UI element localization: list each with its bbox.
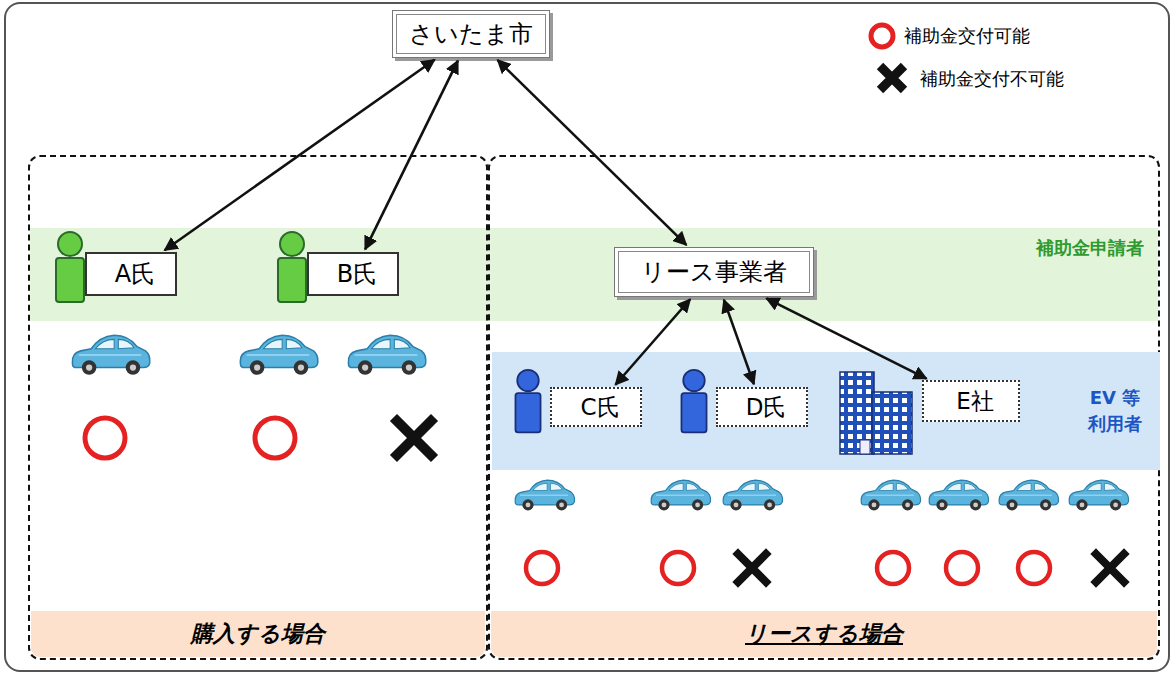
ok-mark (662, 552, 694, 584)
node-label: B氏 (337, 258, 377, 290)
node-label: リース事業者 (641, 256, 787, 288)
user-box: C氏 (550, 387, 642, 427)
person-icon (681, 370, 706, 433)
car-icon (72, 335, 149, 375)
ok-mark (1018, 552, 1050, 584)
ok-mark (946, 552, 978, 584)
applicant-band: 補助金申請者 (30, 228, 1158, 321)
node-label: EV 等 利用者 (1082, 385, 1148, 437)
ng-mark (738, 554, 766, 582)
car-icon (861, 480, 920, 510)
car-icon (240, 335, 317, 375)
ok-mark (255, 418, 295, 458)
organization-box: さいたま市 (392, 10, 550, 58)
person-icon (278, 232, 306, 302)
person-icon (515, 370, 540, 433)
node-label: E社 (956, 386, 994, 417)
person-box: A氏 (85, 252, 177, 296)
connector-arrow (498, 60, 687, 245)
legend-circle (871, 25, 893, 47)
node-label: 補助金申請者 (1036, 236, 1144, 260)
car-icon (723, 480, 782, 510)
connector-arrow (365, 61, 458, 250)
user-box: D氏 (716, 387, 808, 427)
connector-arrow (724, 300, 754, 384)
building-icon (840, 372, 912, 454)
car-icon (348, 335, 425, 375)
legend-text: 補助金交付可能 (904, 24, 1030, 48)
legend-cross (880, 66, 904, 90)
ok-mark (85, 418, 125, 458)
car-icon (1069, 480, 1128, 510)
connector-arrow (165, 60, 435, 251)
outer-frame (5, 3, 1169, 671)
lease-company-box: リース事業者 (614, 247, 814, 297)
ng-mark (1096, 554, 1124, 582)
connector-arrow (615, 299, 690, 384)
connector-arrow (766, 298, 926, 378)
node-label: C氏 (580, 392, 619, 423)
case-region: 購入する場合 A氏 B氏 (28, 155, 488, 660)
company-box: E社 (922, 380, 1020, 422)
car-icon (929, 480, 988, 510)
ok-mark (877, 552, 909, 584)
car-icon (651, 480, 710, 510)
person-box: B氏 (307, 252, 399, 296)
ng-mark (397, 421, 431, 455)
node-label: D氏 (746, 392, 787, 423)
ok-mark (526, 552, 558, 584)
node-label: リースする場合 (491, 611, 1157, 657)
node-label: A氏 (115, 258, 155, 290)
node-label: さいたま市 (409, 18, 533, 50)
car-icon (515, 480, 574, 510)
case-region: リースする場合 リース事業者 EV 等 利用者 C氏 D氏 E社 (488, 155, 1160, 660)
user-band: EV 等 利用者 C氏 D氏 E社 (492, 352, 1160, 470)
legend-text: 補助金交付不可能 (920, 67, 1064, 91)
node-label: 購入する場合 (31, 611, 485, 657)
car-icon (999, 480, 1058, 510)
person-icon (56, 232, 84, 302)
